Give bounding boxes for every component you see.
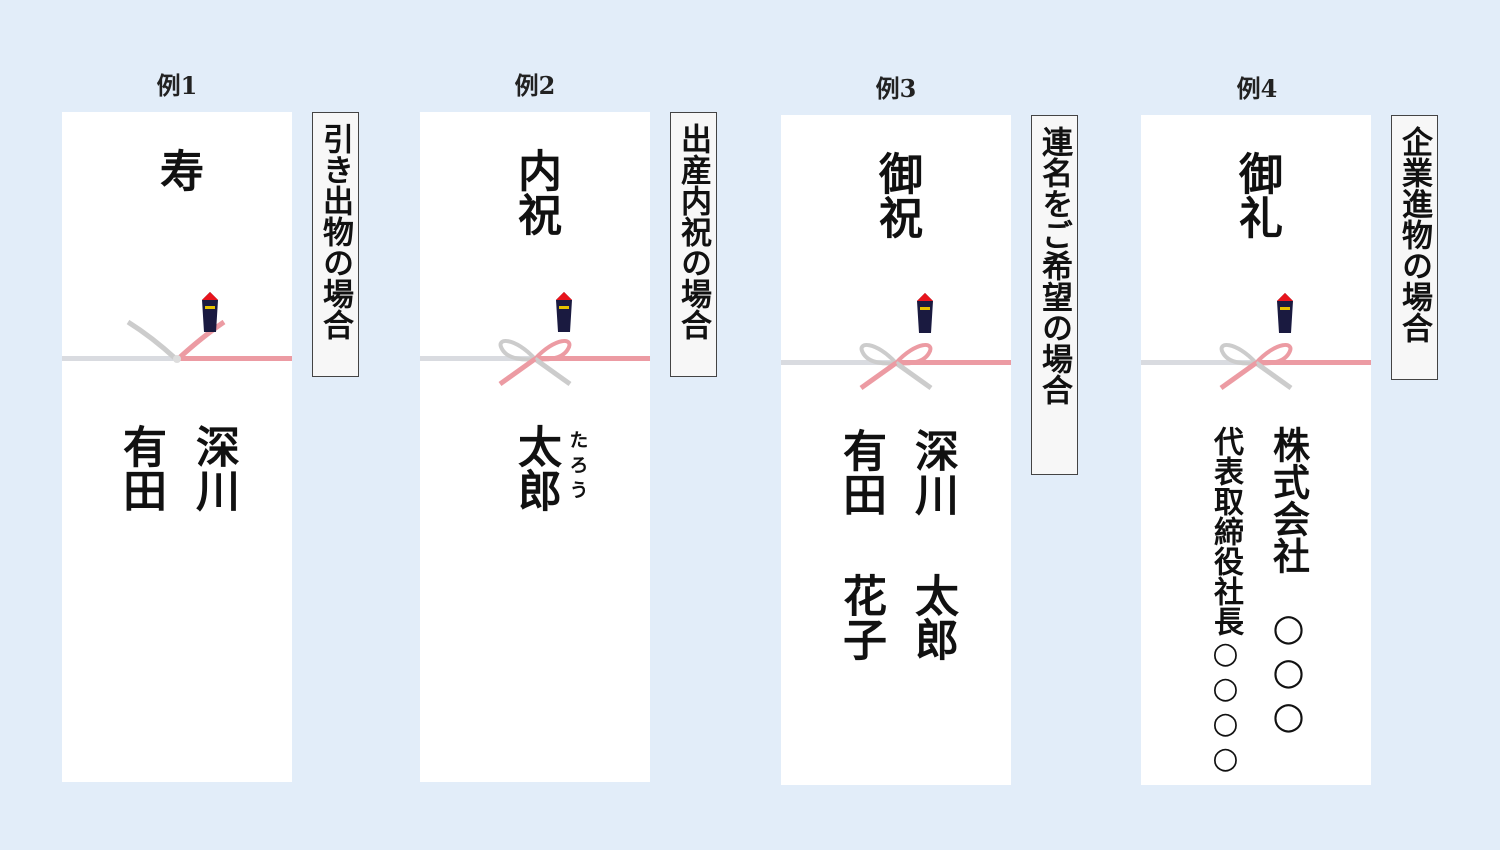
noshi-card-1: 寿 深川 有田 bbox=[62, 112, 292, 782]
example-3-caption: 連名をご希望の場合 bbox=[1031, 115, 1078, 475]
noshi-title: 寿 bbox=[152, 148, 203, 192]
company-name-placeholder: ○○○ bbox=[1266, 605, 1311, 737]
name: 太郎 bbox=[510, 424, 561, 512]
noshi-title: 内祝 bbox=[510, 148, 561, 236]
example-1-caption: 引き出物の場合 bbox=[312, 112, 359, 377]
noshi-title: 御礼 bbox=[1231, 151, 1282, 239]
mizuhiki-cord bbox=[1141, 360, 1371, 365]
name-left: 有田 bbox=[115, 424, 166, 512]
noshi-card-2: 内祝 太郎 たろう bbox=[420, 112, 650, 782]
name-right-given: 太郎 bbox=[907, 573, 958, 661]
bow-knot-icon bbox=[498, 339, 572, 387]
bow-knot-icon bbox=[1219, 343, 1293, 391]
noshi-card-3: 御祝 深川 太郎 有田 花子 bbox=[781, 115, 1011, 785]
example-2-caption: 出産内祝の場合 bbox=[670, 112, 717, 377]
example-4-label: 例4 bbox=[1236, 74, 1278, 103]
noshi-ornament-icon bbox=[202, 292, 218, 332]
noshi-ornament-icon bbox=[917, 293, 933, 333]
name-right-surname: 深川 bbox=[907, 428, 958, 516]
representative-title: 代表取締役社長○○○○ bbox=[1208, 426, 1243, 776]
noshi-card-4: 御礼 株式会社 ○○○ 代表取締役社長○○○○ bbox=[1141, 115, 1371, 785]
noshi-ornament-icon bbox=[1277, 293, 1293, 333]
example-1-label: 例1 bbox=[156, 71, 198, 100]
company-name: 株式会社 bbox=[1266, 426, 1311, 574]
furigana: たろう bbox=[566, 430, 589, 505]
name-right: 深川 bbox=[188, 424, 239, 512]
example-3-label: 例3 bbox=[875, 74, 917, 103]
bow-knot-icon bbox=[859, 343, 933, 391]
noshi-title: 御祝 bbox=[871, 151, 922, 239]
mizuhiki-cord bbox=[781, 360, 1011, 365]
mizuhiki-cord bbox=[420, 356, 650, 361]
noshi-ornament-icon bbox=[556, 292, 572, 332]
example-4-caption: 企業進物の場合 bbox=[1391, 115, 1438, 380]
knot-icon bbox=[126, 319, 226, 363]
mizuhiki-cord bbox=[62, 356, 292, 361]
name-left-surname: 有田 bbox=[835, 428, 886, 516]
name-left-given: 花子 bbox=[835, 573, 886, 661]
example-2-label: 例2 bbox=[514, 71, 556, 100]
